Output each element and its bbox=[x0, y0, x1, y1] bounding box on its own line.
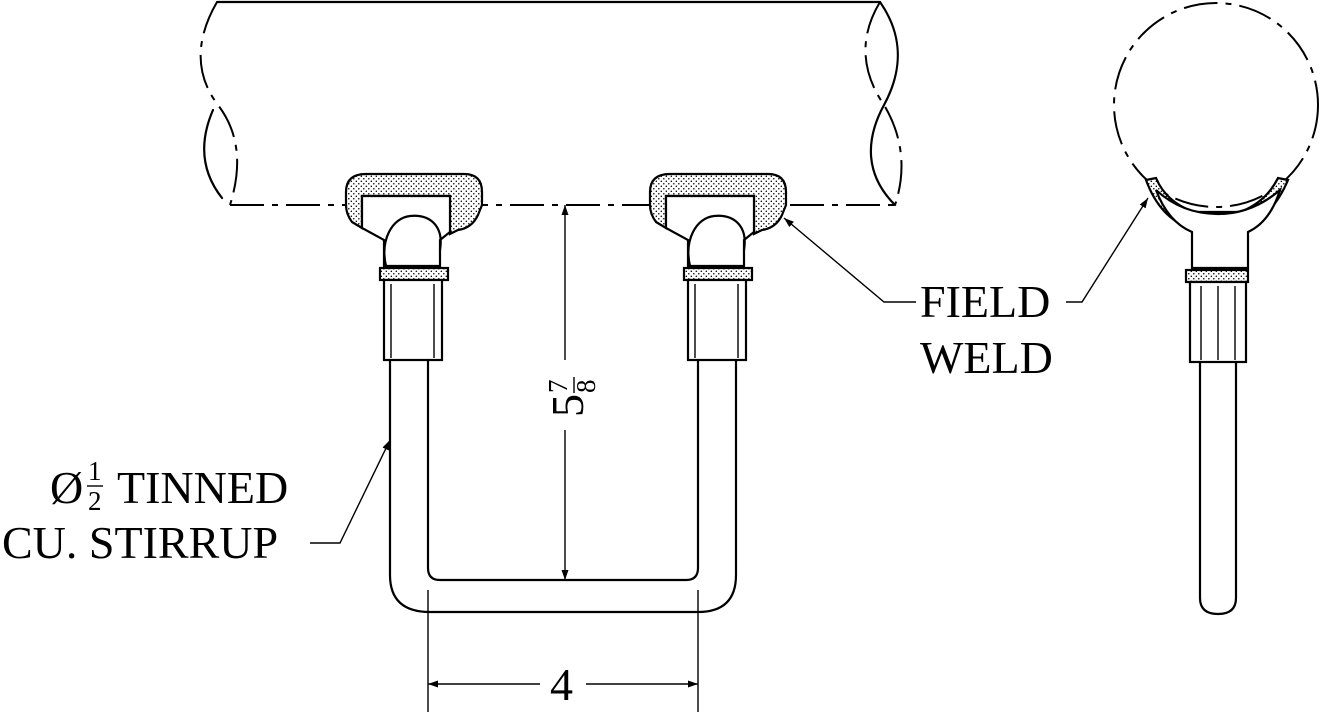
copper-stirrup-rod bbox=[388, 358, 738, 614]
end-view-bar-section bbox=[1113, 2, 1319, 208]
right-weld-assembly bbox=[648, 172, 788, 362]
stirrup-diameter-denominator: 2 bbox=[88, 486, 102, 516]
stirrup-label-line1: TINNED bbox=[117, 462, 288, 513]
pipe-side-view bbox=[199, 0, 903, 207]
field-weld-callout: FIELD WELD bbox=[783, 197, 1149, 383]
stirrup-label-line2: CU. STIRRUP bbox=[2, 517, 278, 568]
height-dimension: 5 7 8 bbox=[542, 205, 601, 580]
right-field-weld bbox=[648, 172, 788, 236]
field-weld-label-line2: WELD bbox=[920, 332, 1053, 383]
field-weld-label-line1: FIELD bbox=[920, 276, 1050, 327]
width-dimension: 4 bbox=[427, 590, 699, 712]
height-dimension-whole: 5 bbox=[542, 394, 593, 417]
stirrup-diameter-symbol: Ø bbox=[50, 462, 83, 513]
end-view bbox=[1113, 2, 1319, 616]
stirrup-callout: Ø 1 2 TINNED CU. STIRRUP bbox=[2, 439, 391, 568]
left-field-weld bbox=[344, 172, 484, 236]
right-collar-band bbox=[682, 266, 754, 282]
end-view-collar-band bbox=[1184, 268, 1250, 284]
height-dimension-denominator: 8 bbox=[571, 380, 601, 394]
left-weld-assembly bbox=[344, 172, 484, 362]
height-dimension-numerator: 7 bbox=[543, 380, 573, 394]
stirrup-diameter-numerator: 1 bbox=[88, 456, 102, 486]
width-dimension-value: 4 bbox=[550, 659, 573, 710]
left-collar-band bbox=[378, 266, 450, 282]
